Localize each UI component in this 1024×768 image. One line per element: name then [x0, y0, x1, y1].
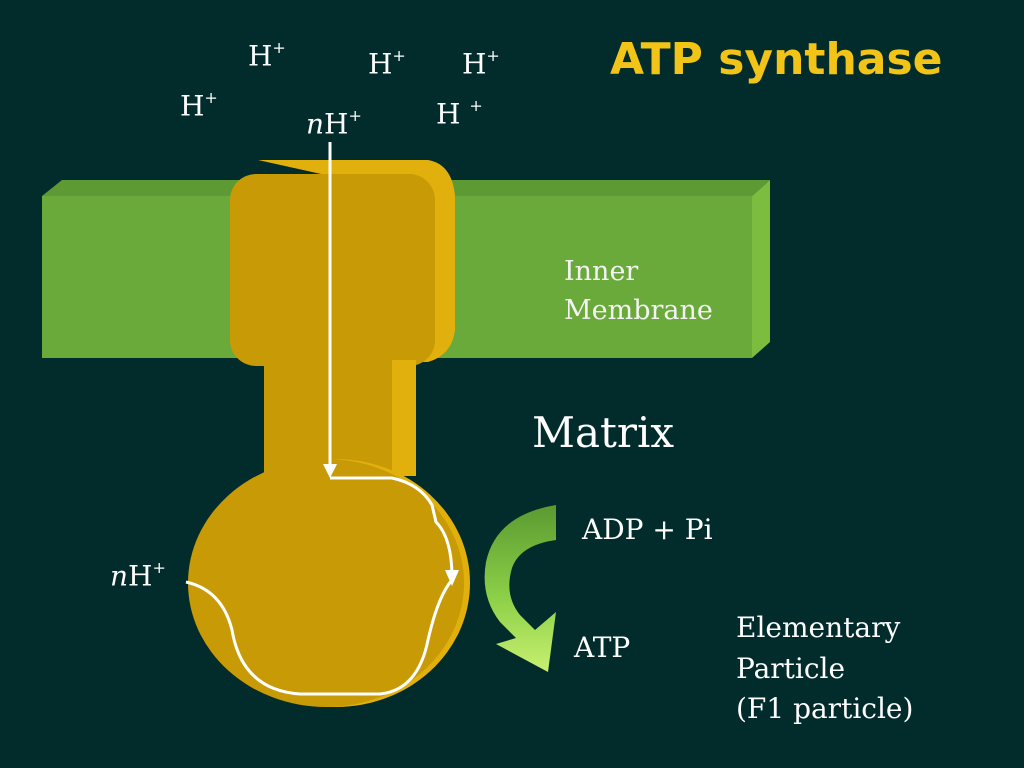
atp-label: ATP: [574, 631, 631, 664]
proton-label: H +: [436, 96, 483, 131]
n-proton-label-top: nH+: [306, 106, 362, 141]
proton-path-curve: [330, 476, 454, 579]
proton-path-arrowhead-right: [445, 570, 459, 586]
synthase-membrane-block: [230, 174, 435, 366]
proton-path-arrowhead-down: [323, 464, 337, 478]
f1-particle-head: [188, 459, 464, 707]
proton-label: H+: [368, 46, 406, 81]
particle-label-line1: Elementary: [736, 611, 901, 644]
synthase-membrane-side: [258, 160, 455, 362]
adp-pi-label: ADP + Pi: [582, 513, 713, 546]
synthase-stalk: [264, 356, 392, 476]
particle-label-line3: (F1 particle): [736, 692, 914, 726]
n-proton-label-matrix: nH+: [110, 558, 166, 593]
particle-label-line2: Particle: [736, 651, 846, 685]
proton-label: H+: [180, 88, 218, 123]
inner-membrane-label-line2: Membrane: [564, 295, 713, 327]
page-title: ATP synthase: [610, 34, 943, 85]
matrix-label: Matrix: [532, 408, 675, 457]
inner-membrane-label-line1: Inner: [564, 256, 639, 287]
proton-label: H+: [248, 38, 286, 73]
proton-label: H+: [462, 46, 500, 81]
proton-path-loop: [185, 579, 454, 696]
elementary-particle-label: Elementary Particle (F1 particle): [736, 608, 913, 730]
reaction-arrow: [484, 505, 556, 672]
inner-membrane-label: Inner Membrane: [564, 252, 713, 330]
membrane-side-face: [752, 180, 770, 358]
